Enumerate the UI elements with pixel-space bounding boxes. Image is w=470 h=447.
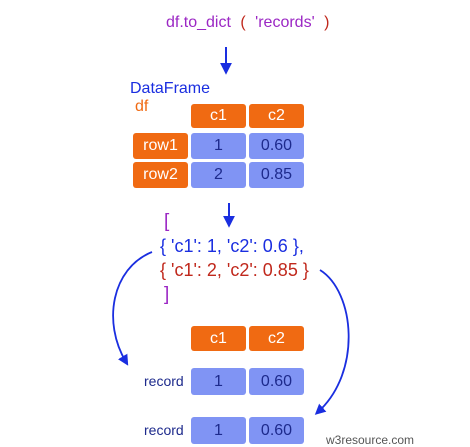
arrow-curve-left <box>112 251 153 366</box>
record-label: record <box>144 373 184 389</box>
record-header-c1: c1 <box>191 326 246 351</box>
code-close-paren: ) <box>324 14 330 31</box>
record-header-c2: c2 <box>249 326 304 351</box>
df-header-c2: c2 <box>249 104 304 128</box>
df-cell: 1 <box>191 133 246 159</box>
df-row-label: row2 <box>133 162 188 188</box>
output-record-1: { 'c1': 1, 'c2': 0.6 }, <box>160 236 304 256</box>
code-func: df.to_dict <box>166 14 231 31</box>
df-cell: 0.85 <box>249 162 304 188</box>
record-label: record <box>144 422 184 438</box>
output-record-2: { 'c1': 2, 'c2': 0.85 } <box>160 260 309 280</box>
watermark: w3resource.com <box>326 433 415 447</box>
dataframe-var: df <box>135 98 149 115</box>
code-call: df.to_dict ( 'records' ) <box>166 14 329 32</box>
record-cell: 0.60 <box>249 368 304 395</box>
code-arg: 'records' <box>255 14 315 31</box>
output-open-bracket: [ <box>164 211 170 232</box>
record-cell: 1 <box>191 368 246 395</box>
dataframe-label: DataFrame <box>130 80 211 97</box>
df-cell: 2 <box>191 162 246 188</box>
record-cell: 0.60 <box>249 417 304 444</box>
df-header-c1: c1 <box>191 104 246 128</box>
code-open-paren: ( <box>240 14 246 31</box>
df-cell: 0.60 <box>249 133 304 159</box>
df-row-label: row1 <box>133 133 188 159</box>
output-close-bracket: ] <box>164 284 170 305</box>
arrow-curve-right <box>314 269 350 415</box>
record-cell: 1 <box>191 417 246 444</box>
